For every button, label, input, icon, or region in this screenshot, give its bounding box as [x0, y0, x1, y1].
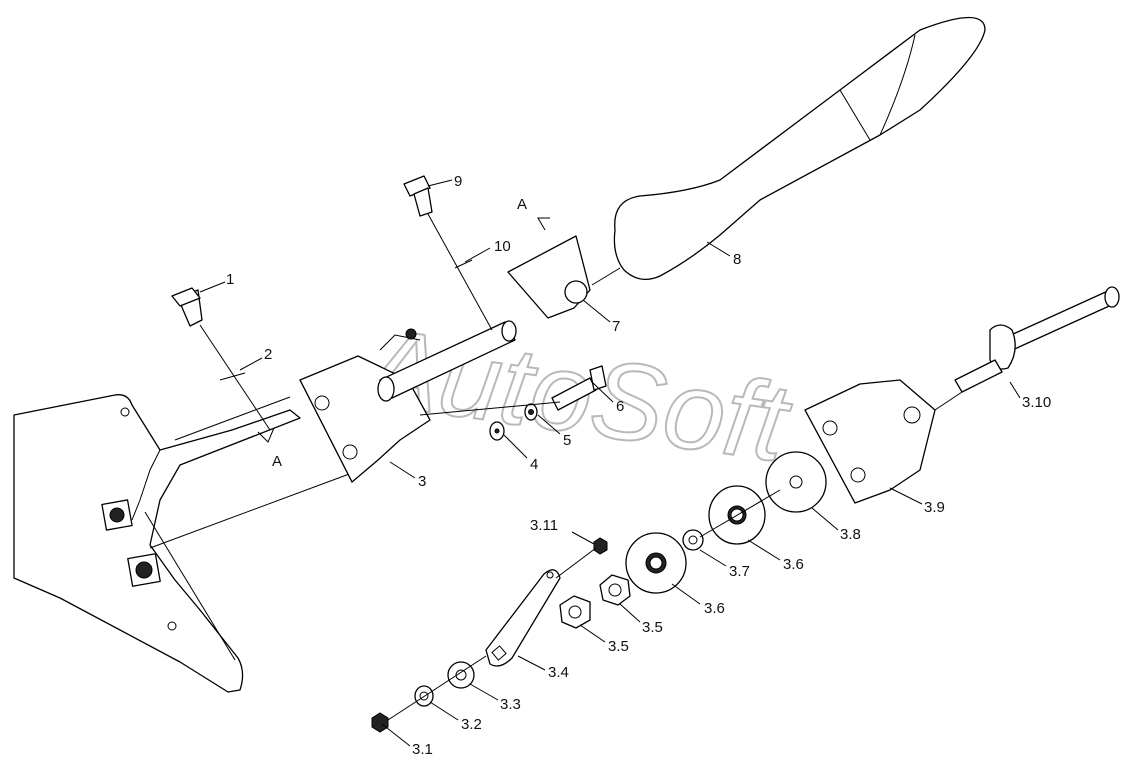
leader-lines: [199, 179, 1021, 747]
callout-3-8: 3.8: [840, 526, 861, 543]
nut-3-11: [593, 537, 608, 555]
callout-3-6-lower: 3.6: [704, 600, 725, 617]
section-label-upper: A: [517, 196, 527, 213]
callout-9: 9: [454, 173, 462, 190]
callout-3-2: 3.2: [461, 716, 482, 733]
bracket-3-9: [804, 379, 936, 504]
callout-3-10: 3.10: [1022, 394, 1051, 411]
callout-3-3: 3.3: [500, 696, 521, 713]
nut-3-5-lower: [559, 595, 591, 629]
washer-3-7: [682, 529, 704, 551]
callout-8: 8: [733, 251, 741, 268]
callout-3-4: 3.4: [548, 664, 569, 681]
mounting-plate: [13, 394, 301, 693]
callout-7: 7: [612, 318, 620, 335]
callout-6: 6: [616, 398, 624, 415]
callout-5: 5: [563, 432, 571, 449]
nut-3-1: [371, 712, 389, 733]
washer-4: [489, 421, 505, 441]
pin-2: [219, 372, 246, 381]
callout-3-1: 3.1: [412, 741, 433, 758]
callout-3-5-lower: 3.5: [608, 638, 629, 655]
bolt-9: [403, 175, 493, 331]
bracket-7: A: [507, 196, 591, 319]
nut-on-bracket: [405, 328, 417, 340]
weld-nut-upper: [101, 499, 133, 531]
bolt-1: [171, 287, 271, 431]
shaft-3-10: [934, 286, 1120, 411]
strip-plate-line: [174, 396, 291, 441]
washer-stack-axis: [699, 489, 781, 538]
callout-3-9: 3.9: [924, 499, 945, 516]
nut-3-5-upper: [599, 574, 631, 606]
callout-3-6-upper: 3.6: [783, 556, 804, 573]
callout-3-5-upper: 3.5: [642, 619, 663, 636]
lever-shaft: [377, 320, 517, 402]
callout-2: 2: [264, 346, 272, 363]
section-label-lower: A: [272, 453, 282, 470]
shaft-axis-line: [149, 469, 361, 549]
bolt-6-axis: [419, 401, 561, 416]
callout-4: 4: [530, 456, 538, 473]
callout-1: 1: [226, 271, 234, 288]
washer-3-6-small: [625, 532, 687, 594]
link-3-4: [485, 569, 561, 667]
lower-stack-axis: [387, 655, 487, 721]
callout-3: 3: [418, 473, 426, 490]
washer-3-8: [765, 451, 827, 513]
washer-5: [524, 403, 538, 421]
weld-nut-lower: [127, 553, 161, 587]
section-arrow-lower: A: [257, 427, 282, 470]
lever-handle-8: [591, 16, 986, 286]
callout-10: 10: [494, 238, 511, 255]
callout-3-11: 3.11: [530, 517, 558, 534]
pin-10: [454, 259, 473, 269]
callout-3-7: 3.7: [729, 563, 750, 580]
nut-3-11-axis: [555, 547, 597, 579]
